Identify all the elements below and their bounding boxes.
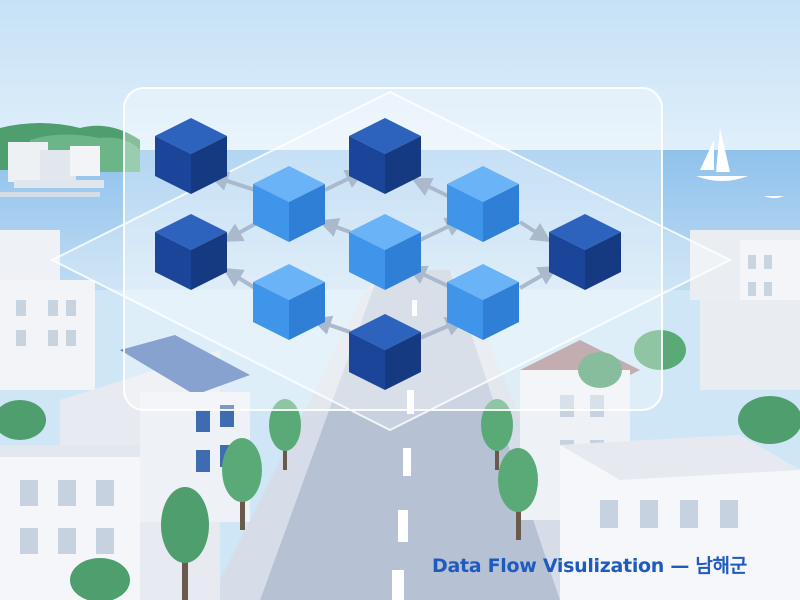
left-coast-buildings: [8, 142, 104, 188]
caption-title: Data Flow Visulization — 남해군: [432, 555, 747, 577]
network-node: [349, 314, 421, 390]
network-node: [155, 214, 227, 290]
network-node: [549, 214, 621, 290]
network-node: [253, 166, 325, 242]
network-node: [349, 118, 421, 194]
cube-network-icon: [155, 118, 621, 390]
pier: [0, 192, 100, 197]
network-node: [447, 264, 519, 340]
network-node: [447, 166, 519, 242]
left-mid-buildings: [0, 230, 95, 390]
network-node: [253, 264, 325, 340]
network-node: [155, 118, 227, 194]
network-node: [349, 214, 421, 290]
sailboat-icon: [696, 128, 748, 181]
right-background-buildings: [690, 230, 800, 390]
road: [260, 270, 560, 600]
street-trees: [0, 330, 800, 600]
small-boat-icon: [764, 196, 784, 198]
